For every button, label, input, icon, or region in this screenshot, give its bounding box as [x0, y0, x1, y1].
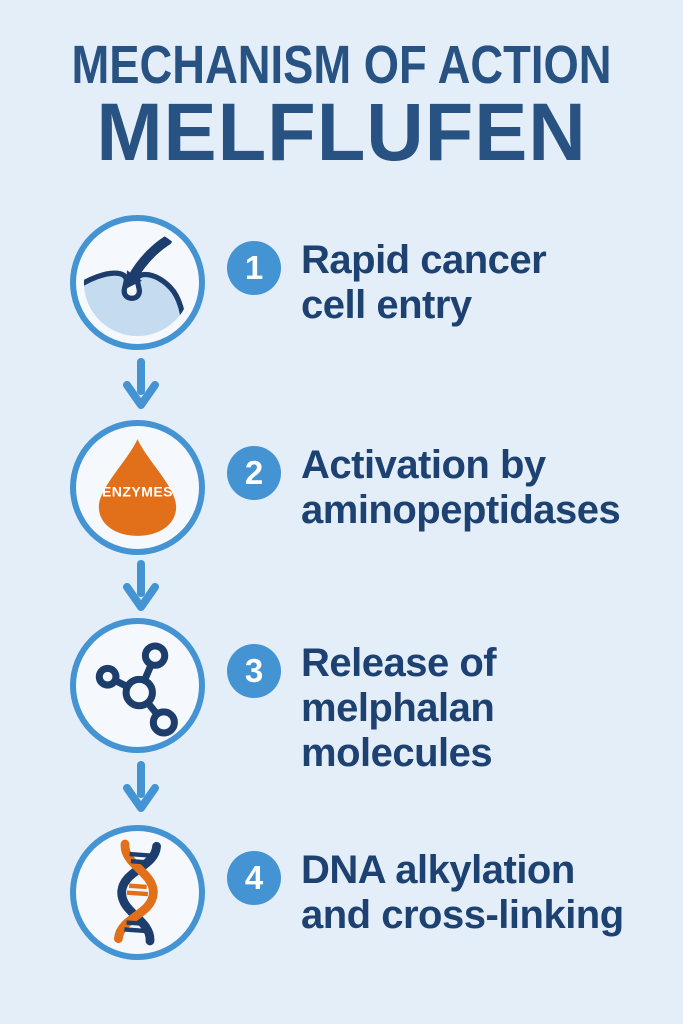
- step-number-badge: 3: [227, 644, 281, 698]
- step-text: DNA alkylation and cross-linking: [301, 848, 624, 938]
- dna-helix-icon: [114, 839, 161, 946]
- step-row-3: 3 Release of melphalan molecules: [70, 618, 683, 776]
- step-text-line: Release of: [301, 641, 497, 685]
- enzymes-droplet-icon: ENZYMES: [98, 439, 177, 536]
- step-number-badge: 1: [227, 241, 281, 295]
- step-text: Activation by aminopeptidases: [301, 443, 621, 533]
- cell-entry-icon: [83, 235, 189, 337]
- step-icon-circle: [70, 825, 205, 960]
- step-number-badge: 2: [227, 446, 281, 500]
- step-text-line: melphalan: [301, 686, 495, 730]
- down-arrow-icon: [121, 760, 161, 819]
- step-number: 4: [244, 859, 264, 896]
- step-text-line: aminopeptidases: [301, 488, 621, 532]
- step-number-badge: 4: [227, 851, 281, 905]
- page-title: MECHANISM OF ACTION MELFLUFEN: [0, 34, 683, 174]
- step-text: Release of melphalan molecules: [301, 641, 497, 776]
- step-text-line: Rapid cancer: [301, 238, 547, 282]
- step-text: Rapid cancer cell entry: [301, 238, 547, 328]
- step-icon-circle: ENZYMES: [70, 420, 205, 555]
- step-number: 1: [244, 249, 264, 286]
- step-row-4: 4 DNA alkylation and cross-linking: [70, 825, 683, 960]
- title-main: MELFLUFEN: [96, 87, 587, 178]
- step-row-2: ENZYMES 2 Activation by aminopeptidases: [70, 420, 683, 555]
- title-subline: MECHANISM OF ACTION: [71, 35, 612, 95]
- step-icon-circle: [70, 618, 205, 753]
- step-row-1: 1 Rapid cancer cell entry: [70, 215, 683, 350]
- step-text-line: Activation by: [301, 443, 546, 487]
- step-text-line: and cross-linking: [301, 893, 624, 937]
- melphalan-molecule-icon: [95, 642, 178, 737]
- step-number: 3: [244, 652, 264, 689]
- step-icon-circle: [70, 215, 205, 350]
- down-arrow-icon: [121, 357, 161, 416]
- down-arrow-icon: [121, 559, 161, 618]
- droplet-label: ENZYMES: [102, 483, 173, 499]
- step-text-line: DNA alkylation: [301, 848, 575, 892]
- step-text-line: cell entry: [301, 283, 472, 327]
- step-number: 2: [244, 454, 264, 491]
- step-text-line: molecules: [301, 731, 493, 775]
